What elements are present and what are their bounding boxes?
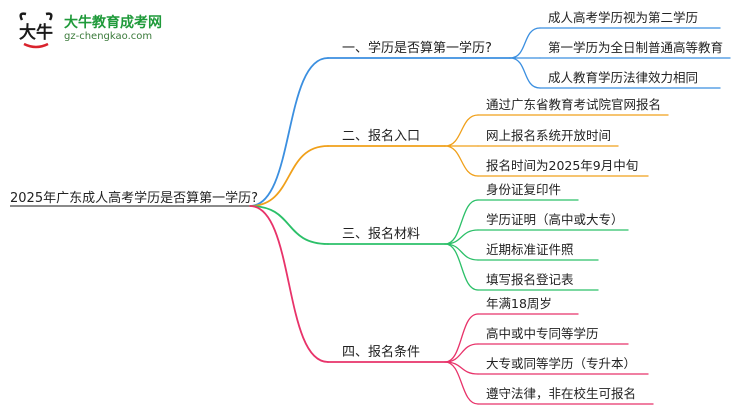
leaf-connector xyxy=(444,343,479,363)
leaf-node: 成人教育学历法律效力相同 xyxy=(548,70,699,85)
leaf-node: 学历证明（高中或大专） xyxy=(486,212,624,227)
leaf-node: 身份证复印件 xyxy=(486,182,562,197)
leaf-node: 年满18周岁 xyxy=(486,296,552,311)
root-node: 2025年广东成人高考学历是否算第一学历? xyxy=(10,191,258,206)
branch-connector xyxy=(249,145,329,207)
leaf-node: 网上报名系统开放时间 xyxy=(486,128,612,143)
branch-node: 二、报名入口 xyxy=(342,129,421,144)
branch-connector xyxy=(249,57,329,207)
branch-connector xyxy=(249,205,329,363)
leaf-connector xyxy=(444,313,479,363)
leaf-node: 填写报名登记表 xyxy=(486,272,574,287)
logo-mark-text: 大牛 xyxy=(19,22,53,43)
site-logo[interactable]: 大牛 大牛教育成考网 gz-chengkao.com xyxy=(8,6,188,50)
leaf-connector xyxy=(509,27,541,59)
leaf-node: 近期标准证件照 xyxy=(486,242,574,257)
branch-connector xyxy=(249,205,329,245)
leaf-connector xyxy=(444,243,479,291)
leaf-connector xyxy=(444,361,479,405)
branch-node: 四、报名条件 xyxy=(342,345,421,360)
leaf-connector xyxy=(444,229,479,245)
leaf-connector xyxy=(444,199,479,245)
branch-node: 三、报名材料 xyxy=(342,227,421,242)
leaf-node: 通过广东省教育考试院官网报名 xyxy=(486,97,662,112)
leaf-connector xyxy=(444,145,479,177)
logo-title: 大牛教育成考网 xyxy=(64,15,162,31)
ox-logo-icon: 大牛 xyxy=(19,12,53,49)
leaf-node: 遵守法律，非在校生可报名 xyxy=(486,386,637,401)
leaf-connector xyxy=(444,114,479,147)
leaf-node: 第一学历为全日制普通高等教育 xyxy=(548,40,724,55)
leaf-connector xyxy=(509,57,541,89)
leaf-connector xyxy=(444,243,479,261)
leaf-node: 大专或同等学历（专升本） xyxy=(486,356,637,371)
branch-node: 一、学历是否算第一学历? xyxy=(342,41,492,56)
leaf-node: 高中或中专同等学历 xyxy=(486,326,599,341)
leaf-node: 成人高考学历视为第二学历 xyxy=(548,10,699,25)
leaf-node: 报名时间为2025年9月中旬 xyxy=(486,158,639,173)
logo-url: gz-chengkao.com xyxy=(64,31,153,42)
